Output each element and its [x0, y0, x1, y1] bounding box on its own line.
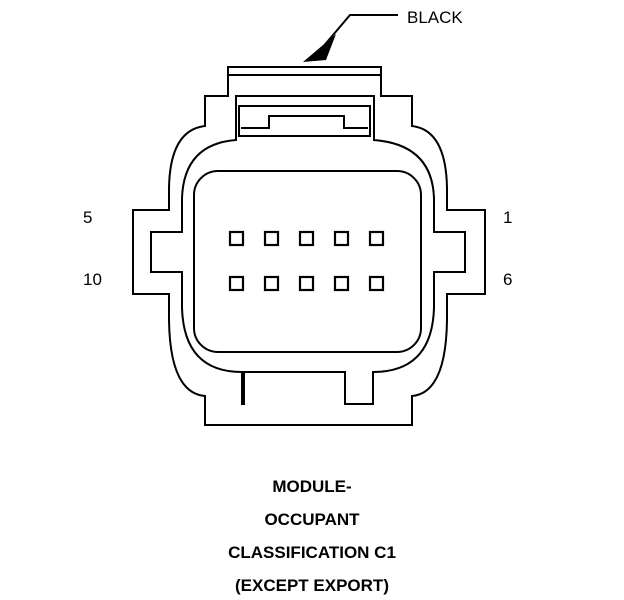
caption-line-4: (EXCEPT EXPORT)	[235, 576, 389, 595]
pin-terminal	[298, 230, 315, 247]
pin-terminal	[228, 275, 245, 292]
pin-label-bottom-right: 6	[503, 270, 513, 289]
pin-cavity-face	[193, 170, 422, 353]
pin-label-bottom-left: 10	[83, 270, 102, 289]
latch-lever	[241, 115, 368, 129]
caption-line-1: MODULE-	[272, 477, 352, 496]
caption-line-2: OCCUPANT	[264, 510, 360, 529]
latch-window	[238, 105, 371, 137]
pin-terminal	[263, 230, 280, 247]
connector-outer-housing	[132, 74, 486, 426]
top-locking-tab	[227, 66, 382, 75]
pin-terminal	[333, 275, 350, 292]
color-callout-leader	[303, 14, 398, 62]
pin-terminal	[263, 275, 280, 292]
pin-terminal	[228, 230, 245, 247]
pin-terminals	[228, 230, 385, 292]
connector-inner-wall	[150, 95, 466, 405]
caption-line-3: CLASSIFICATION C1	[228, 543, 396, 562]
pin-terminal	[298, 275, 315, 292]
pin-label-top-right: 1	[503, 208, 513, 227]
pin-terminal	[368, 230, 385, 247]
pin-label-top-left: 5	[83, 208, 93, 227]
pin-terminal	[333, 230, 350, 247]
wire-color-label: BLACK	[407, 8, 463, 27]
pin-terminal	[368, 275, 385, 292]
